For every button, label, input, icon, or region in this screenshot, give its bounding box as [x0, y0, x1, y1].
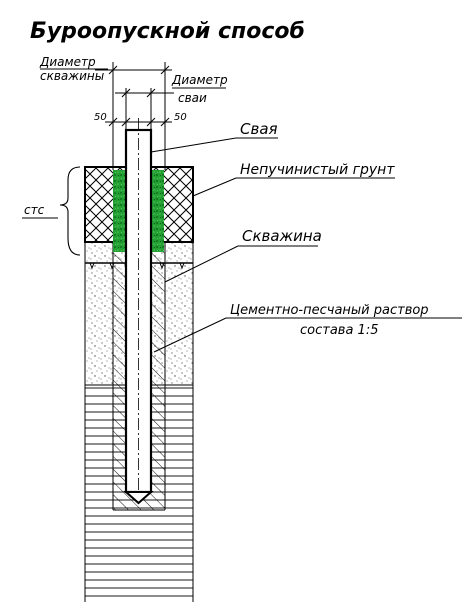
pile-diameter-label-2: сваи: [178, 91, 207, 105]
frost-line-ticks: [89, 262, 185, 270]
soil-fill-right: [151, 170, 164, 252]
pile-tip: [123, 491, 154, 505]
soil-fill-left: [113, 170, 126, 252]
label-pile: Свая: [240, 120, 278, 138]
leader-mortar: [153, 317, 462, 353]
well-diameter-label-1: Диаметр: [39, 55, 96, 69]
leader-pile: [150, 137, 278, 153]
leader-well: [164, 245, 318, 283]
gap-left-label: 50: [94, 112, 107, 123]
leader-soil: [192, 177, 395, 197]
label-well: Скважина: [242, 227, 322, 245]
label-mortar-line2: состава 1:5: [300, 323, 378, 338]
gap-right-label: 50: [174, 112, 187, 123]
dimension-well: [95, 62, 172, 170]
dimension-pile: [115, 88, 174, 130]
stc-brace: [59, 166, 81, 256]
label-mortar-line1: Цементно-песчаный раствор: [230, 303, 429, 318]
pile-body: [124, 128, 153, 494]
label-soil: Непучинистый грунт: [240, 162, 395, 178]
label-stc: стс: [24, 203, 45, 217]
dimension-gaps: [105, 117, 172, 127]
well-diameter-label-2: скважины: [40, 69, 104, 83]
diagram-title: Буроопускной способ: [30, 19, 305, 44]
pile-diameter-label-1: Диаметр: [171, 73, 228, 87]
